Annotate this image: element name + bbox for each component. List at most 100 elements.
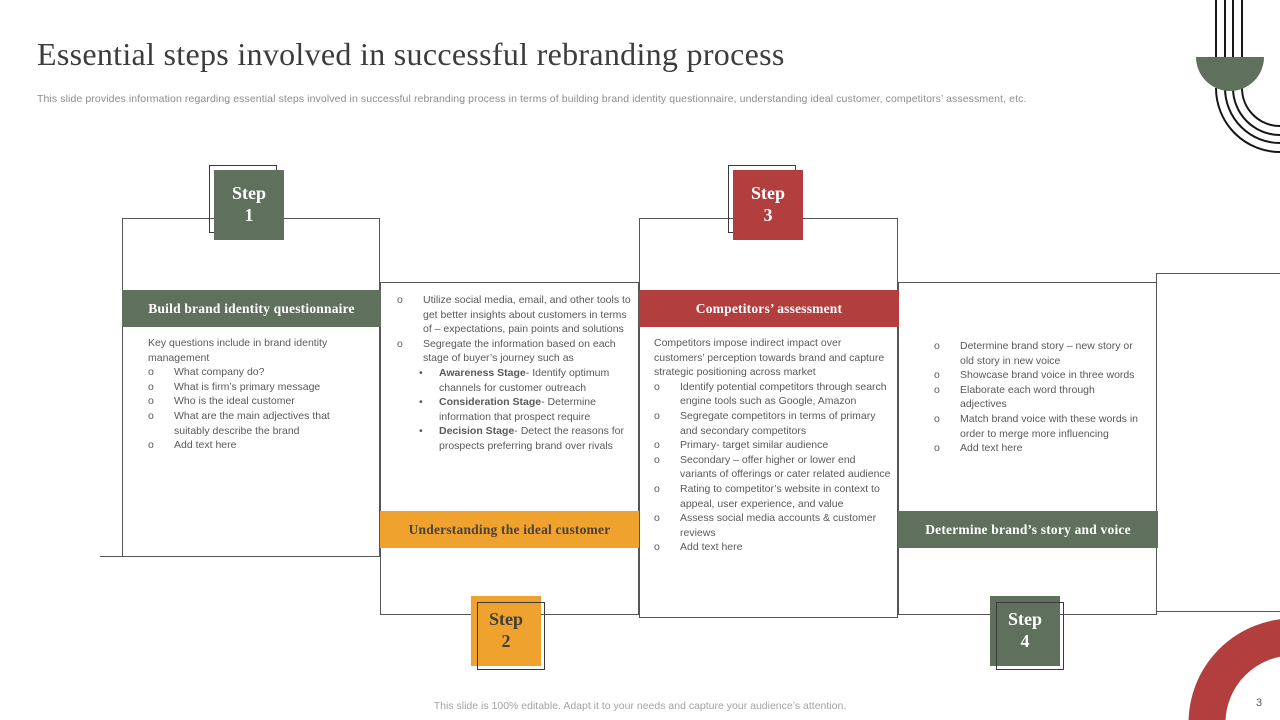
list-item: o Segregate the information based on each… (397, 337, 631, 366)
bullet-marker: o (148, 380, 154, 393)
corner-lines-arc-decoration (1196, 0, 1280, 153)
bullet-marker: o (934, 442, 940, 455)
list-item-text: Key questions include in brand identity … (148, 337, 328, 364)
list-item: o Elaborate each word through adjectives (934, 383, 1142, 412)
list-item: o Rating to competitor’s website in conte… (654, 482, 894, 511)
list-item-text: Decision Stage- Detect the reasons for p… (439, 425, 624, 452)
list-item: o Secondary – offer higher or lower end v… (654, 453, 894, 482)
list-item-text: What is firm’s primary message (174, 380, 321, 393)
list-item: o Segregate competitors in terms of prima… (654, 409, 894, 438)
list-item-text: Assess social media accounts & customer … (680, 512, 877, 539)
step-1-header-bar: Build brand identity questionnaire (122, 290, 381, 327)
bullet-marker: • (419, 425, 423, 438)
list-item-text: Secondary – offer higher or lower end va… (680, 453, 891, 481)
bullet-marker: o (148, 409, 154, 422)
bullet-marker: o (148, 366, 154, 379)
bullet-marker: o (654, 482, 660, 495)
step-4-chip-number: 4 (1020, 631, 1030, 651)
bullet-marker: o (654, 453, 660, 466)
step-4-header-bar: Determine brand’s story and voice (898, 511, 1158, 548)
list-item: o Match brand voice with these words in o… (934, 412, 1142, 441)
step-3-chip-number: 3 (763, 205, 773, 225)
step-3-header-label: Competitors’ assessment (695, 300, 843, 316)
list-item: • Decision Stage- Detect the reasons for … (419, 424, 631, 453)
list-item-text: Segregate the information based on each … (423, 337, 616, 365)
step-2-header-label: Understanding the ideal customer (408, 521, 611, 537)
list-item-text: What are the main adjectives that suitab… (174, 409, 330, 437)
list-item: o Add text here (934, 441, 1142, 456)
bullet-marker: o (654, 512, 660, 525)
list-item: o What is firm’s primary message (148, 380, 366, 395)
list-item-text: Determine brand story – new story or old… (960, 340, 1133, 367)
step-3-header-bar: Competitors’ assessment (639, 290, 899, 327)
list-item-text: Competitors impose indirect impact over … (654, 337, 885, 379)
list-item-text: What company do? (174, 366, 265, 379)
bullet-marker: o (654, 541, 660, 554)
list-item-text: Add text here (960, 442, 1023, 455)
frame-tick-left (100, 556, 123, 557)
list-item: Key questions include in brand identity … (148, 336, 366, 365)
step-2-chip-outline (477, 602, 545, 670)
list-item-text: Primary- target similar audience (680, 439, 829, 452)
list-item-text: Showcase brand voice in three words (960, 369, 1135, 382)
bullet-marker: o (397, 294, 403, 306)
list-item-text: Rating to competitor’s website in contex… (680, 482, 880, 510)
list-item: o Utilize social media, email, and other … (397, 293, 631, 337)
list-item-text: Awareness Stage- Identify optimum channe… (439, 366, 610, 394)
bullet-marker: o (654, 380, 660, 393)
step-2-details: o Utilize social media, email, and other … (397, 293, 631, 454)
list-item-text: Segregate competitors in terms of primar… (680, 409, 876, 437)
vertical-lines (1215, 0, 1243, 58)
page-title: Essential steps involved in successful r… (37, 36, 785, 72)
list-item: • Consideration Stage- Determine informat… (419, 395, 631, 424)
list-item-text: Utilize social media, email, and other t… (423, 294, 631, 336)
step-2-chip: Step 2 (471, 596, 541, 666)
list-item-text: Add text here (174, 439, 237, 452)
step-3-chip: Step 3 (733, 170, 803, 240)
list-item: o Assess social media accounts & customer… (654, 511, 894, 540)
bullet-marker: o (148, 395, 154, 408)
list-item: o Add text here (654, 540, 894, 555)
step-1-chip-number: 1 (244, 205, 254, 225)
list-item-text: Match brand voice with these words in or… (960, 412, 1139, 440)
step-3-chip-word: Step (750, 183, 785, 204)
list-item: o What are the main adjectives that suita… (148, 409, 366, 438)
semicircle-shape (1196, 57, 1264, 91)
bullet-marker: o (934, 369, 940, 382)
step-2-chip-word: Step (488, 609, 523, 630)
step-4-chip-word: Step (1007, 609, 1042, 630)
bullet-marker: o (654, 409, 660, 422)
footer-note: This slide is 100% editable. Adapt it to… (433, 700, 847, 712)
bullet-marker: • (419, 366, 423, 379)
list-item: • Awareness Stage- Identify optimum chann… (419, 366, 631, 395)
list-item-text: Identify potential competitors through s… (680, 380, 887, 408)
step-1-details: Key questions include in brand identity … (148, 336, 366, 453)
step-1-header-label: Build brand identity questionnaire (148, 300, 355, 316)
list-item: o Showcase brand voice in three words (934, 368, 1142, 383)
step-3-details: Competitors impose indirect impact over … (654, 336, 894, 555)
step-1-chip: Step 1 (214, 170, 284, 240)
list-item: o Identify potential competitors through … (654, 380, 894, 409)
list-item-text: Consideration Stage- Determine informati… (439, 396, 596, 423)
bullet-marker: o (934, 383, 940, 396)
page-number: 3 (1256, 697, 1263, 709)
bullet-marker: • (419, 396, 423, 409)
bullet-marker: o (934, 412, 940, 425)
list-item: Competitors impose indirect impact over … (654, 336, 894, 380)
step-4-chip-outline (996, 602, 1064, 670)
curved-lines (1215, 87, 1280, 153)
list-item-text: Elaborate each word through adjectives (960, 383, 1095, 411)
step-4-details: o Determine brand story – new story or ol… (934, 339, 1142, 456)
list-item-text: Add text here (680, 541, 743, 554)
list-item: o What company do? (148, 365, 366, 380)
step-1-chip-word: Step (231, 183, 266, 204)
step-4-header-label: Determine brand’s story and voice (925, 521, 1131, 537)
bullet-marker: o (397, 337, 403, 350)
page-subtitle: This slide provides information regardin… (37, 93, 1027, 105)
step-2-header-bar: Understanding the ideal customer (380, 511, 639, 548)
